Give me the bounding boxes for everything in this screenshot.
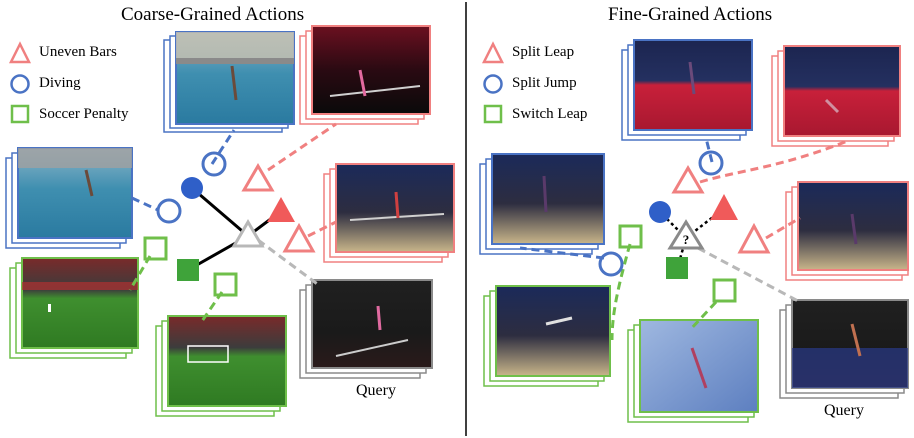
- left-legend-triangle-label: Uneven Bars: [39, 44, 117, 60]
- right-legend-square-label: Switch Leap: [512, 106, 588, 122]
- right-legend-triangle-icon: [481, 41, 505, 64]
- left-legend-square-icon: [10, 104, 30, 124]
- left-soccer-left-clip-stack: [9, 257, 139, 359]
- left-square-node-hollow-bottom: [213, 272, 238, 297]
- left-legend-circle-icon: [10, 74, 30, 94]
- left-panel-title: Coarse-Grained Actions: [121, 4, 305, 25]
- left-square-node-filled: [177, 259, 199, 281]
- right-legend-square-icon: [483, 104, 503, 124]
- right-circle-node-hollow-top: [698, 150, 724, 176]
- right-circle-node-filled: [649, 201, 671, 223]
- left-triangle-node-filled: [267, 197, 295, 222]
- right-splitjump-top-clip-stack: [621, 39, 753, 141]
- left-diving-left-clip-stack: [5, 147, 133, 249]
- left-soccer-bottom-clip-stack: [155, 315, 287, 417]
- right-legend-circle-icon: [483, 74, 503, 94]
- right-switchleap-bottom-clip-stack: [627, 319, 759, 423]
- right-square-node-filled: [666, 257, 688, 279]
- left-triangle-node-hollow-top: [241, 163, 275, 192]
- left-circle-node-filled: [181, 177, 203, 199]
- left-unevenbars-mid-clip-stack: [323, 163, 455, 263]
- right-query-clip-stack: [779, 299, 909, 399]
- right-splitleap-mid-clip-stack: [785, 181, 909, 281]
- left-unevenbars-top-clip-stack: [299, 25, 431, 125]
- right-query-label: Query: [824, 402, 864, 419]
- right-legend-circle-label: Split Jump: [512, 75, 577, 91]
- right-legend-triangle-label: Split Leap: [512, 44, 575, 60]
- right-triangle-node-hollow-top: [671, 165, 705, 194]
- left-legend-square-label: Soccer Penalty: [39, 106, 129, 122]
- right-query-triangle-node: [667, 219, 705, 250]
- right-switchleap-left-clip-stack: [483, 285, 611, 387]
- right-square-node-hollow-bottom: [712, 278, 737, 303]
- right-triangle-node-filled: [710, 194, 738, 220]
- left-circle-node-hollow-top: [201, 151, 227, 177]
- left-query-clip-stack: [299, 279, 433, 379]
- right-query-unknown-mark: ?: [683, 232, 690, 247]
- left-query-triangle-node: [231, 219, 265, 248]
- left-triangle-node-hollow-right: [282, 222, 316, 253]
- right-square-node-hollow-left: [618, 224, 643, 249]
- right-circle-node-hollow-left: [598, 251, 624, 277]
- left-diving-top-clip-stack: [163, 31, 295, 133]
- right-triangle-node-hollow-right: [737, 222, 771, 254]
- left-circle-node-hollow-left: [156, 198, 182, 224]
- left-legend-triangle-icon: [8, 41, 32, 64]
- right-splitjump-left-clip-stack: [479, 153, 605, 255]
- left-square-node-hollow-left: [143, 236, 168, 261]
- left-legend-circle-label: Diving: [39, 75, 81, 91]
- right-panel-title: Fine-Grained Actions: [608, 4, 773, 25]
- right-splitleap-top-clip-stack: [771, 45, 901, 147]
- left-query-label: Query: [356, 382, 396, 399]
